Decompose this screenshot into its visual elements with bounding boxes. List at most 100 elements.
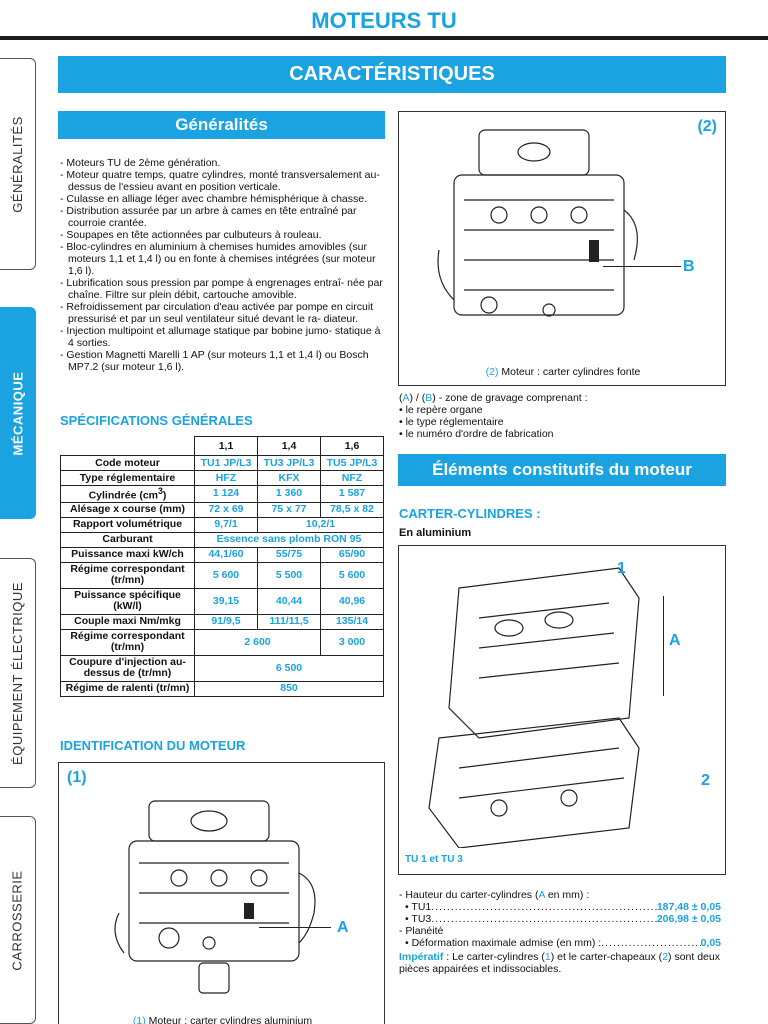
list-item: - Injection multipoint et allumage stati… <box>60 325 381 349</box>
tab-equipement-electrique[interactable]: ÉQUIPEMENT ÉLECTRIQUE <box>0 558 36 788</box>
tab-mecanique[interactable]: MÉCANIQUE <box>0 307 36 519</box>
cell: 65/90 <box>320 546 384 563</box>
cell: 40,44 <box>257 587 321 615</box>
figure-label: (2) <box>697 118 717 135</box>
callout-a: A <box>337 919 349 936</box>
cell: 1 360 <box>257 485 321 503</box>
page-title: MOTEURS TU <box>311 8 457 33</box>
list-item: • le numéro d'ordre de fabrication <box>399 428 554 440</box>
figure-1: (1) A (1) Moteur : carter cylindres alum… <box>58 762 385 1024</box>
callout-b: B <box>683 258 695 275</box>
hauteur-line: - Hauteur du carter-cylindres (A en mm) … <box>399 889 590 901</box>
table-row: Régime de ralenti (tr/mn) 850 <box>60 680 384 697</box>
figure-label: (1) <box>67 769 87 786</box>
elements-heading: Éléments constitutifs du moteur <box>398 454 726 486</box>
table-row: Cylindrée (cm3) 1 124 1 360 1 587 <box>60 485 384 503</box>
list-item: - Moteur quatre temps, quatre cylindres,… <box>60 169 380 193</box>
cell: 39,15 <box>194 587 258 615</box>
generalites-heading: Généralités <box>58 111 385 139</box>
cell: 91/9,5 <box>194 613 258 630</box>
section-banner: CARACTÉRISTIQUES <box>58 56 726 93</box>
spec-heading: SPÉCIFICATIONS GÉNÉRALES <box>60 413 253 428</box>
list-item: - Bloc-cylindres en aluminium à chemises… <box>60 241 376 277</box>
cell: 850 <box>194 680 384 697</box>
list-item: - Refroidissement par circulation d'eau … <box>60 301 374 325</box>
planeite-line: - Planéité <box>399 925 444 937</box>
spec-table: 1,1 1,4 1,6 Code moteur TU1 JP/L3 TU3 JP… <box>60 436 384 697</box>
cell: 5 500 <box>257 561 321 589</box>
list-item: - Gestion Magnetti Marelli 1 AP (sur mot… <box>60 349 369 373</box>
row-label: Coupure d'injection au- dessus de (tr/mn… <box>60 654 195 682</box>
carter-specs: - Hauteur du carter-cylindres (A en mm) … <box>399 889 721 975</box>
cell: 44,1/60 <box>194 546 258 563</box>
figure-2: (2) B (2) Moteur : carter cylindres font… <box>398 111 726 386</box>
col-header: 1,4 <box>257 436 321 456</box>
figure-1-caption: (1) Moteur : carter cylindres aluminium <box>132 1015 313 1024</box>
tab-label: ÉQUIPEMENT ÉLECTRIQUE <box>10 581 25 765</box>
list-item: - Soupapes en tête actionnées par culbut… <box>60 229 322 241</box>
cell: Essence sans plomb RON 95 <box>194 531 384 548</box>
cell: 78,5 x 82 <box>320 501 384 518</box>
cell: NFZ <box>320 470 384 486</box>
list-item: - Lubrification sous pression par pompe … <box>60 277 383 301</box>
cell: 72 x 69 <box>194 501 258 518</box>
engine-illustration <box>114 800 316 994</box>
generalites-list: - Moteurs TU de 2ème génération. - Moteu… <box>60 157 388 373</box>
cell: 55/75 <box>257 546 321 563</box>
tab-label: GÉNÉRALITÉS <box>10 115 25 213</box>
figure-carter: 1 A 2 TU 1 et TU 3 <box>398 545 726 875</box>
tab-label: MÉCANIQUE <box>10 371 26 455</box>
cell: TU1 JP/L3 <box>194 455 258 471</box>
row-label: Régime de ralenti (tr/mn) <box>60 680 195 697</box>
table-row: Rapport volumétrique 9,7/1 10,2/1 <box>60 516 384 533</box>
tab-label: CARROSSERIE <box>10 869 26 971</box>
table-row: Type réglementaire HFZ KFX NFZ <box>60 470 384 486</box>
row-label: Puissance spécifique (kW/l) <box>60 587 195 615</box>
cell: 6 500 <box>194 654 384 682</box>
row-label: Rapport volumétrique <box>60 516 195 533</box>
callout-2: 2 <box>701 772 710 789</box>
callout-1: 1 <box>617 560 626 577</box>
cell: TU5 JP/L3 <box>320 455 384 471</box>
cell: TU3 JP/L3 <box>257 455 321 471</box>
row-label: Puissance maxi kW/ch <box>60 546 195 563</box>
tab-carrosserie[interactable]: CARROSSERIE <box>0 816 36 1024</box>
callout-line <box>603 266 681 267</box>
table-row: Puissance spécifique (kW/l) 39,15 40,44 … <box>60 587 384 615</box>
table-row: Alésage x course (mm) 72 x 69 75 x 77 78… <box>60 501 384 518</box>
cell: 9,7/1 <box>194 516 258 533</box>
cell: 10,2/1 <box>257 516 384 533</box>
callout-a: A <box>669 632 681 649</box>
table-row: Carburant Essence sans plomb RON 95 <box>60 531 384 548</box>
imperatif-note: Impératif : Le carter-cylindres (1) et l… <box>399 951 720 975</box>
table-row: Régime correspondant (tr/mn) 5 600 5 500… <box>60 561 384 589</box>
row-label: Code moteur <box>60 455 195 471</box>
cell: 2 600 <box>194 628 321 656</box>
tab-generalites[interactable]: GÉNÉRALITÉS <box>0 58 36 270</box>
zone-gravage-title: (A) / (B) - zone de gravage comprenant : <box>399 392 588 404</box>
cell: 75 x 77 <box>257 501 321 518</box>
table-row: Code moteur TU1 JP/L3 TU3 JP/L3 TU5 JP/L… <box>60 455 384 471</box>
list-item: - Culasse en alliage léger avec chambre … <box>60 193 368 205</box>
list-item: - Distribution assurée par un arbre à ca… <box>60 205 357 229</box>
cell: 3 000 <box>320 628 384 656</box>
header-rule <box>0 36 768 40</box>
carter-heading: CARTER-CYLINDRES : <box>399 506 541 521</box>
tu3-line: • TU3...................................… <box>405 913 721 925</box>
cell: 111/11,5 <box>257 613 321 630</box>
deformation-line: • Déformation maximale admise (en mm) :.… <box>405 937 721 949</box>
list-item: • le repère organe <box>399 404 483 416</box>
row-label: Couple maxi Nm/mkg <box>60 613 195 630</box>
table-row: Régime correspondant (tr/mn) 2 600 3 000 <box>60 628 384 656</box>
list-item: - Moteurs TU de 2ème génération. <box>60 157 221 169</box>
figure-caption: TU 1 et TU 3 <box>405 854 463 865</box>
engine-illustration <box>437 129 638 317</box>
row-label: Régime correspondant (tr/mn) <box>60 561 195 589</box>
carter-subheading: En aluminium <box>399 527 472 539</box>
cell: 40,96 <box>320 587 384 615</box>
spec-table-wrap: 1,1 1,4 1,6 Code moteur TU1 JP/L3 TU3 JP… <box>60 436 384 697</box>
figure-2-caption: (2) Moteur : carter cylindres fonte <box>485 366 641 378</box>
row-label: Cylindrée (cm3) <box>60 485 195 503</box>
table-row: Coupure d'injection au- dessus de (tr/mn… <box>60 654 384 682</box>
row-label: Alésage x course (mm) <box>60 501 195 518</box>
